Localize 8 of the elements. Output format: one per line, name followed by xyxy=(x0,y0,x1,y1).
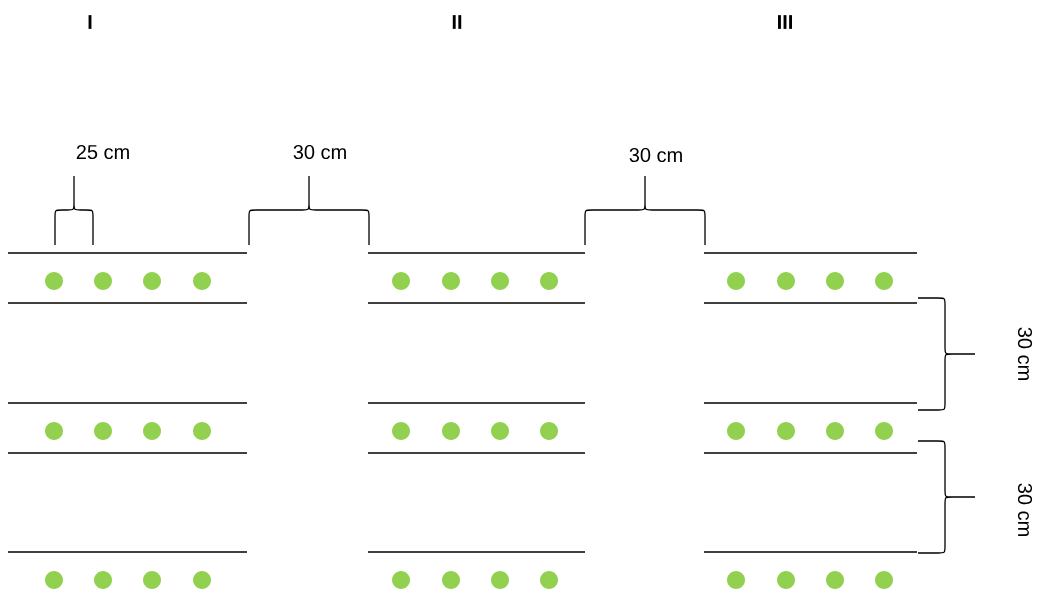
dimension-label: 30 cm xyxy=(1017,327,1033,380)
dimension-label: 30 cm xyxy=(293,144,346,160)
dimension-label: 25 cm xyxy=(76,144,129,160)
column-heading: II xyxy=(452,15,462,29)
column-heading: I xyxy=(88,15,92,29)
dimension-label: 30 cm xyxy=(1017,483,1033,536)
dimension-label: 30 cm xyxy=(629,147,682,163)
column-heading: III xyxy=(778,15,792,29)
